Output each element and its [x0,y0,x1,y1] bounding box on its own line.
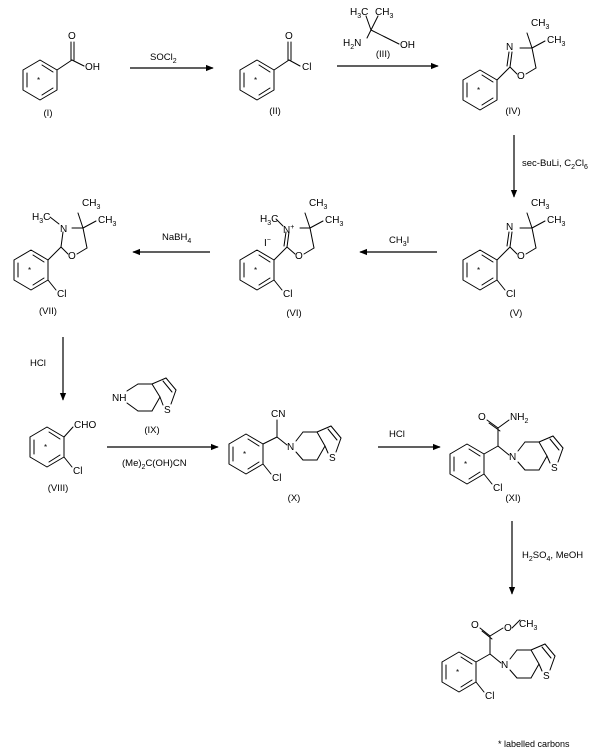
product-carbonyl-oxygen: O [471,620,479,631]
compound-v-chlorine: Cl [506,289,515,300]
compound-v-label-star: * [477,266,480,275]
compound-iii-hydroxyl: OH [400,40,415,51]
compound-ii-label-star: * [254,76,257,85]
compound-v-methyl-b: CH3 [547,215,565,228]
compound-viii-chlorine: Cl [73,466,82,477]
compound-iv-label-star: * [477,86,480,95]
compound-ix-amine: NH [112,393,126,404]
compound-iv-label: (IV) [505,106,520,117]
compound-vi-structure: N+ H3C I− O CH3 CH3 Cl * [239,198,343,300]
compound-xi-nitrogen: N [509,452,516,463]
compound-i-oxygen: O [68,31,76,42]
compound-xi-structure: O NH2 N S Cl * [449,412,564,494]
product-chlorine: Cl [485,691,494,702]
compound-ii-label: (II) [269,106,281,117]
compound-vi-label-star: * [254,266,257,275]
product-sulfur: S [543,671,550,682]
compound-v-label: (V) [510,308,523,319]
compound-i-structure: O OH * [22,31,100,101]
compound-x-sulfur: S [329,453,336,464]
compound-x-nitrogen: N [287,442,294,453]
reagent-step-5: NaBH4 [162,232,191,245]
compound-xi-chlorine: Cl [493,483,502,494]
reagent-step-4: CH3I [389,235,409,248]
footnote-labelled-carbons: * labelled carbons [498,739,570,749]
reagent-step-8: HCl [389,429,405,440]
compound-vi-iodide: I− [264,237,271,249]
compound-vii-label-star: * [28,266,31,275]
compound-ii-structure: O Cl * [239,31,311,101]
compound-vi-nitrogen-cation: N+ [283,224,294,236]
compound-v-nitrogen: N [506,222,513,233]
compound-x-label-star: * [243,450,246,459]
compound-ix-label: (IX) [144,425,159,436]
reagent-step-9: H2SO4, MeOH [522,550,583,563]
compound-x-nitrile: CN [271,409,285,420]
reagent-step-7: (Me)2C(OH)CN [122,458,187,471]
compound-iii-amine: H2N [343,38,361,51]
compound-i-hydroxyl: OH [85,62,100,73]
compound-vii-label: (VII) [39,306,57,317]
compound-vii-chlorine: Cl [57,289,66,300]
compound-xi-carbonyl-oxygen: O [478,412,486,423]
compound-vi-oxygen: O [295,251,303,262]
product-label-star: * [456,668,459,677]
product-nitrogen: N [501,660,508,671]
compound-xi-label-star: * [464,460,467,469]
compound-iii-methyl-b: CH3 [375,7,393,20]
compound-ix-structure: NH S [112,377,177,416]
compound-vi-n-methyl: H3C [260,214,278,227]
reagent-step-1: SOCl2 [150,52,177,65]
compound-vii-structure: N H3C O CH3 CH3 Cl * [13,198,116,300]
compound-i-label-star: * [37,76,40,85]
compound-vi-label: (VI) [286,308,301,319]
compound-vii-nitrogen: N [60,224,67,235]
compound-vii-n-methyl: H3C [32,212,50,225]
compound-x-structure: CN N S Cl * [228,409,342,484]
compound-vi-methyl-a: CH3 [309,198,327,211]
compound-viii-aldehyde: CHO [74,420,96,431]
compound-i-label: (I) [44,108,53,119]
compound-viii-label: (VIII) [48,483,69,494]
compound-vii-methyl-a: CH3 [82,198,100,211]
compound-iii-structure: H3C CH3 H2N OH [343,7,415,51]
compound-v-structure: N O CH3 CH3 Cl * [462,198,565,300]
compound-xi-amide-nh2: NH2 [510,412,528,425]
compound-v-methyl-a: CH3 [531,198,549,211]
compound-vi-chlorine: Cl [283,289,292,300]
product-structure: O O CH3 N S Cl * [441,619,556,702]
compound-x-label: (X) [288,493,301,504]
compound-xi-label: (XI) [505,493,520,504]
compound-vii-methyl-b: CH3 [98,215,116,228]
compound-ix-sulfur: S [164,405,171,416]
compound-iii-methyl-a: H3C [350,7,368,20]
reagent-step-3: sec-BuLi, C2Cl6 [522,158,588,171]
compound-viii-structure: CHO Cl * [29,420,96,477]
compound-xi-sulfur: S [551,463,558,474]
compound-ii-chlorine: Cl [302,62,311,73]
compound-iv-methyl-a: CH3 [531,18,549,31]
compound-ii-oxygen: O [285,31,293,42]
compound-iv-methyl-b: CH3 [547,35,565,48]
compound-vii-oxygen: O [68,251,76,262]
compound-v-oxygen: O [517,251,525,262]
product-ester-oxygen: O [504,623,512,634]
compound-viii-label-star: * [44,443,47,452]
compound-iii-label: (III) [376,49,390,60]
reagent-step-6: HCl [30,358,46,369]
compound-iv-structure: N O CH3 CH3 * [462,18,565,111]
compound-iv-nitrogen: N [506,42,513,53]
compound-iv-oxygen: O [517,71,525,82]
compound-vi-methyl-b: CH3 [325,215,343,228]
compound-x-chlorine: Cl [272,473,281,484]
product-methyl: CH3 [519,619,537,632]
